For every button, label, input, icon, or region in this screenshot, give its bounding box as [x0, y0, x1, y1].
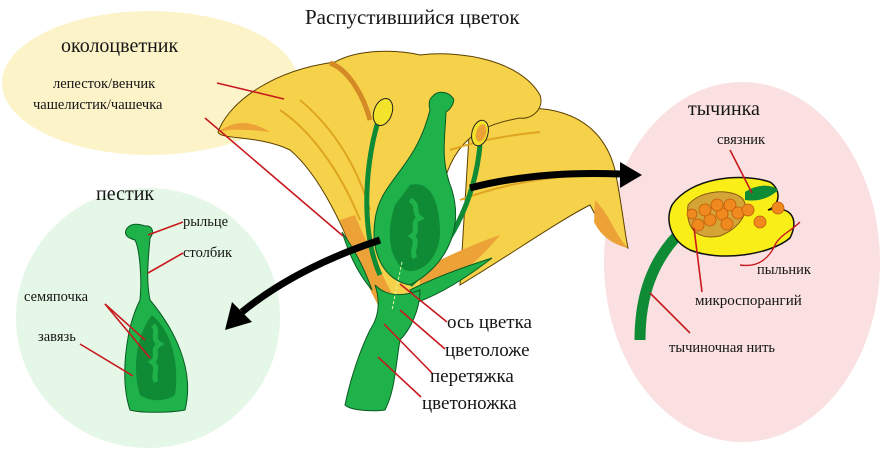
- arrowhead-stamen: [620, 162, 642, 188]
- diagram-title: Распустившийся цветок: [305, 5, 520, 29]
- arrow-to-stamen: [469, 169, 621, 192]
- stamen-heading: тычинка: [688, 98, 760, 120]
- sepal-label: чашелистик/чашечка: [33, 97, 163, 113]
- anther-label: пыльник: [757, 262, 811, 278]
- stamen-illustration: [634, 176, 801, 341]
- leader-lines: [79, 82, 753, 398]
- arrow-to-pistil: [239, 236, 382, 315]
- flower-illustration: [217, 50, 629, 412]
- ovule-label: семяпочка: [24, 289, 89, 305]
- pedicel-label: цветоножка: [422, 393, 517, 414]
- microsporangium-label: микроспорангий: [695, 293, 802, 309]
- perianth-heading: околоцветник: [61, 35, 179, 57]
- filament-label: тычиночная нить: [669, 340, 776, 356]
- anther-bracket: [739, 221, 801, 267]
- perianth-bubble: [2, 11, 298, 155]
- stamen-bubble: [604, 82, 880, 442]
- style-label: столбик: [183, 245, 233, 261]
- arrowhead-pistil: [225, 302, 252, 330]
- connective-label: связник: [717, 132, 766, 148]
- ovary-label: завязь: [38, 329, 76, 345]
- pistil-illustration: [124, 223, 189, 413]
- pistil-heading: пестик: [96, 183, 155, 205]
- constriction-label: перетяжка: [430, 366, 514, 387]
- flower-axis-label: ось цветка: [447, 312, 532, 333]
- receptacle-label: цветоложе: [445, 340, 530, 361]
- stigma-label: рыльце: [183, 214, 229, 230]
- petal-label: лепесток/венчик: [53, 76, 156, 92]
